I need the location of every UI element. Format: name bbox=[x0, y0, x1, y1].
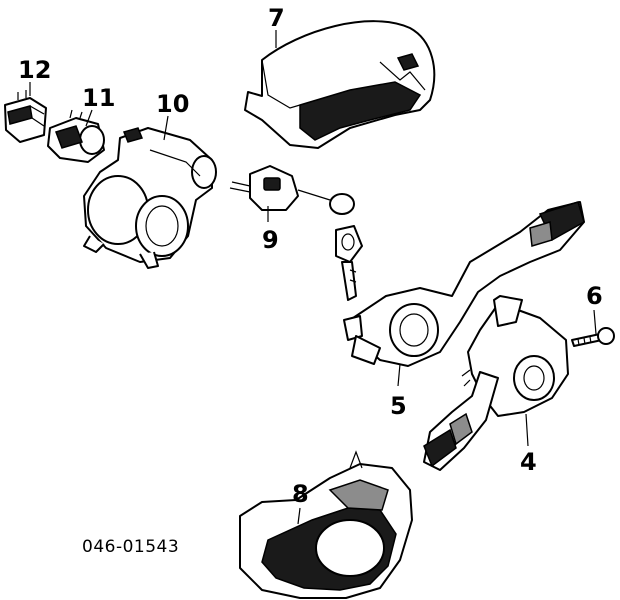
key-cylinder-and-keys bbox=[229, 165, 363, 301]
callout-6: 6 bbox=[586, 282, 603, 310]
callout-8: 8 bbox=[292, 480, 309, 508]
ignition-switch bbox=[47, 109, 105, 163]
callout-11: 11 bbox=[82, 84, 115, 112]
lower-column-cover bbox=[239, 450, 413, 599]
callout-4: 4 bbox=[520, 448, 537, 476]
callout-9: 9 bbox=[262, 226, 279, 254]
callout-12: 12 bbox=[18, 56, 51, 84]
upper-column-cover bbox=[244, 20, 436, 149]
callout-7: 7 bbox=[268, 4, 285, 32]
steering-lock-housing bbox=[83, 127, 217, 269]
leader-lines bbox=[29, 30, 597, 525]
callout-5: 5 bbox=[390, 392, 407, 420]
combination-switch bbox=[343, 201, 585, 367]
catalog-number: 046-01543 bbox=[82, 537, 179, 557]
small-connector bbox=[4, 90, 47, 143]
mounting-screw bbox=[571, 327, 615, 347]
callout-10: 10 bbox=[156, 90, 189, 118]
lighting-switch bbox=[423, 295, 569, 471]
